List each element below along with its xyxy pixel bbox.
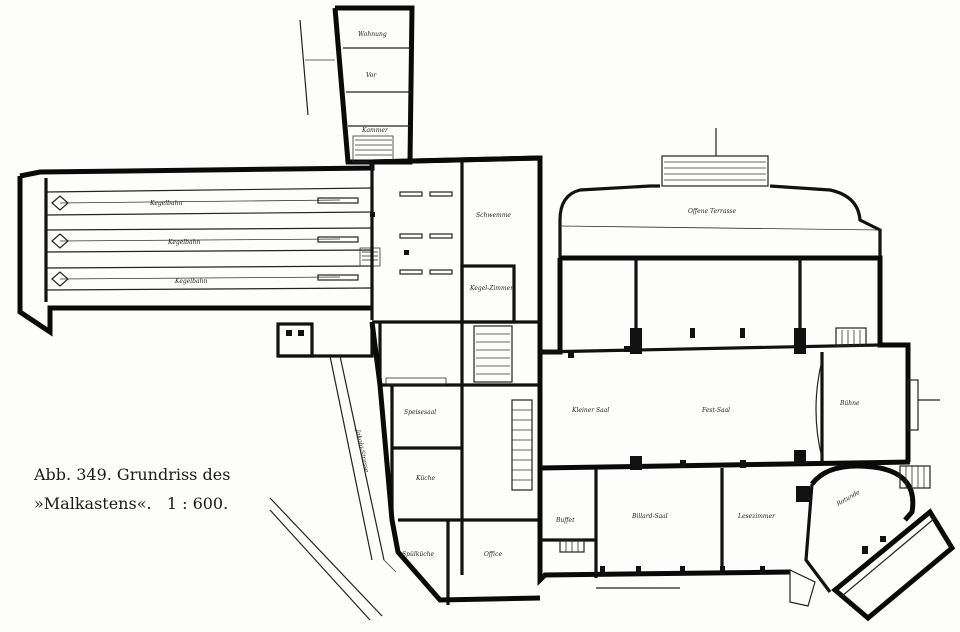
label-billiard: Billard-Saal (631, 513, 668, 520)
label-bowling-room: Kegel-Zimmer (469, 285, 514, 292)
label-lane-2: Kegelbahn (167, 239, 200, 246)
label-festsaal: Fest-Saal (701, 407, 730, 414)
lower-right-block (537, 463, 956, 622)
caption-line-1: Abb. 349. Grundriss des (34, 465, 231, 484)
label-upper-hall: Schwemme (476, 212, 511, 219)
label-lane-1: Kegelbahn (149, 200, 182, 207)
label-office: Office (484, 551, 502, 558)
lower-left-wing (269, 321, 541, 621)
main-hall-block (539, 255, 940, 471)
label-buffet: Buffet (555, 517, 575, 524)
label-street: Jakobi-Strasse (354, 427, 370, 474)
label-buhne: Bühne (839, 400, 860, 407)
label-speisesaal: Speisesaal (404, 409, 436, 416)
label-terrace: Offene Terrasse (688, 208, 737, 215)
caption-title: »Malkastens«. (34, 494, 152, 513)
caption-line-2: »Malkastens«. 1 : 600. (34, 489, 294, 518)
room-labels: Wohnung Vor Kammer Kegelbahn Kegelbahn K… (149, 31, 862, 558)
label-lane-3: Kegelbahn (174, 278, 207, 285)
central-block (276, 155, 543, 605)
label-tower-top: Wohnung (358, 31, 387, 38)
figure-caption: Abb. 349. Grundriss des »Malkastens«. 1 … (34, 460, 294, 518)
terrace (558, 128, 882, 258)
label-tower-low: Kammer (361, 127, 389, 134)
label-spulkuche: Spülküche (402, 551, 434, 558)
label-small-hall: Kleiner Saal (571, 407, 609, 414)
label-tower-mid: Vor (366, 72, 377, 79)
tower-wing (299, 5, 415, 165)
caption-scale: 1 : 600. (166, 494, 229, 513)
label-rotunda: Rotunde (835, 489, 862, 509)
label-lesezimmer: Lesezimmer (737, 513, 776, 520)
label-kitchen: Küche (415, 475, 435, 482)
